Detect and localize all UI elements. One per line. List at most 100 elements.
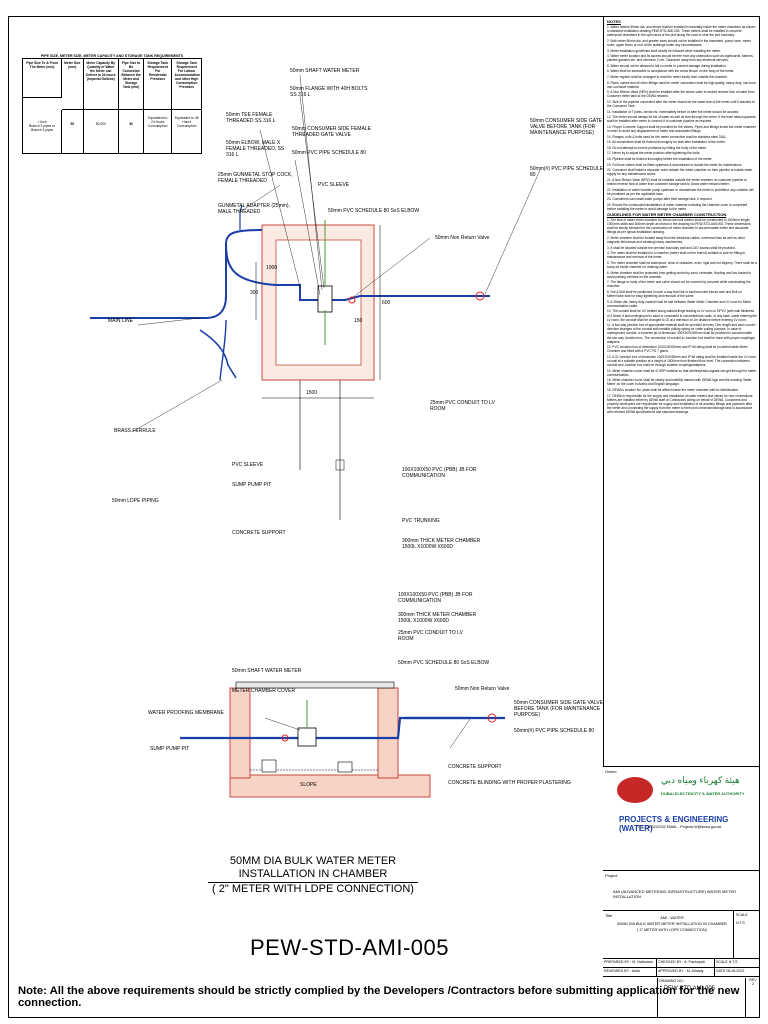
table-cell: 50: [62, 109, 84, 153]
note-item: 7. Meter register shall be arranged to r…: [607, 75, 728, 80]
scale-value: N.T.S: [736, 921, 745, 925]
label-concrete-blinding: CONCRETE BLINDING WITH PROPER PLASTERING: [448, 780, 571, 786]
drawing-no-label: DRAWING NO :: [659, 979, 685, 983]
scale-label: SCALE: [736, 913, 748, 917]
approved-by: APPROVED BY : M. Almady: [657, 968, 715, 977]
label-waterproofing: WATER PROOFING MEMBRANE: [148, 710, 224, 716]
note-item: 2. Bulk meter 50mm dia. and greater size…: [607, 38, 751, 47]
note-item: 9. A 25mm dia. heavy duty conduit shall …: [607, 299, 752, 308]
label-consumer-gate-valve-tank: 50mm CONSUMER SIDE GATE VALVE BEFORE TAN…: [530, 118, 603, 136]
label-conduit-lv: 25mm PVC CONDUIT TO LV ROOM: [430, 400, 495, 412]
project-label: Project: [605, 873, 618, 878]
label-brass-ferrule: BRASS FERRULE: [114, 428, 156, 434]
note-item: 17. DEWA is responsible for the supply a…: [607, 393, 754, 414]
note-item: 3. Meter installation guidelines shall s…: [607, 48, 721, 53]
label-chamber-spec-2: 300mm THICK METER CHAMBER 1500L X1000W X…: [398, 612, 477, 624]
title-block-title: Title AMI - WATER 50MM DIA BULK WATER ME…: [603, 910, 760, 959]
label-slope: SLOPE: [300, 782, 317, 788]
title-block-signoff: PREPARED BY : M. Nathuram CHECKED BY : A…: [603, 958, 760, 1018]
label-nrv: 50mm Non Return Valve: [435, 235, 490, 241]
notes-panel: NOTES 1. Water meters 50mm dia. and abov…: [603, 16, 760, 766]
note-item: 9. A Non-Return Valve (NRV) shall be ins…: [607, 90, 755, 99]
label-pvc-sleeve-2: PVC SLEEVE: [232, 462, 264, 468]
note-item: 11. A two way junction box of appropriat…: [607, 323, 756, 344]
note-item: 10. Size of the pipeline connected after…: [607, 100, 755, 109]
label-stop-cock: 25mm GUNMETAL STOP COCK, FEMALE THREADED: [218, 172, 293, 184]
note-item: 1. The size of water meter chamber for 5…: [607, 218, 751, 235]
drawing-title-line: 50MM DIA BULK WATER METER INSTALLATION I…: [208, 855, 418, 883]
rev-value: 2: [752, 982, 754, 986]
table-header-cell: Meter Size (mm): [62, 59, 84, 110]
label-jb-comm-2: 100X100X50 PVC (PBB) JB FOR COMMUNICATIO…: [398, 592, 473, 604]
title-label: Title: [605, 913, 613, 918]
project-name: AMI (ADVANCED METERING INFRASTRUCTURE) W…: [613, 889, 737, 899]
title-line-2: ( 2" METER WITH LDPE CONNECTION): [637, 928, 707, 932]
label-ldpe: 50mm LDPE PIPING: [112, 498, 159, 504]
rev-label: REV: [749, 978, 757, 982]
plan-water-meter: [317, 285, 333, 313]
table-caption: PIPE SIZE, METER SIZE, METER CAPACITY AN…: [40, 54, 184, 58]
label-dim-1500: 1500: [306, 390, 318, 396]
title-block-project: Project AMI (ADVANCED METERING INFRASTRU…: [603, 870, 760, 910]
note-item: 14. Meter chamber cover shall be of GRP …: [607, 368, 757, 377]
note-item: 22. Installation of water booster pump u…: [607, 187, 754, 196]
scale-cell: SCALE N.T.S: [715, 959, 760, 968]
note-item: 17. Never try to adjust the meter positi…: [607, 151, 701, 156]
note-item: 16. Do not attempt to correct problems b…: [607, 145, 707, 150]
note-item: 12. PVC Junction box of dimension 100X10…: [607, 345, 748, 354]
guidelines-heading: GUIDELINES FOR WATER METER CHAMBER CONST…: [607, 212, 727, 218]
table-header-cell: Pipe Size to Be Connected Between the Me…: [119, 59, 145, 110]
label-concrete-support: CONCRETE SUPPORT: [232, 530, 286, 536]
note-item: 5. Water should not be allowed to fall o…: [607, 63, 727, 68]
notes-list: 1. Water meters 50mm dia. and above shal…: [607, 25, 757, 211]
label-dim-600: 600: [382, 300, 391, 306]
note-item: 19. Full bore valves shall be fitted ups…: [607, 162, 743, 167]
label-nrv-2: 50mm Non Return Valve: [455, 686, 510, 692]
note-item: 23. Consumers can install water pumps af…: [607, 197, 713, 202]
table-header-cell: Pipe Size To & From The Meter (mm): [23, 59, 63, 98]
main-line-pipe: [90, 229, 263, 320]
label-flange: 50mm FLANGE WITH 40H BOLTS SS 316 L: [290, 86, 368, 98]
table-header-cell: Storage Tank Requirement For Residential…: [144, 59, 173, 110]
label-pvc-pipe-2: 50mm(#) PVC PIPE SCHEDULE 80: [530, 166, 604, 178]
note-item: 6. Meter chamber shall be protected from…: [607, 270, 752, 279]
note-item: 1. Water meters 50mm dia. and above shal…: [607, 25, 756, 38]
note-item: 13. Proper Concrete Support shall be pro…: [607, 124, 756, 134]
note-item: 4. Water meter location and its access s…: [607, 54, 754, 63]
label-tee: 50mm TEE FEMALE THREADED SS 316 L: [226, 112, 276, 124]
owner-label: Owner: [605, 769, 617, 774]
note-item: 16. DEWA's location No. plate shall be a…: [607, 388, 739, 393]
label-dim-150: 150: [354, 318, 363, 324]
label-trunking: PVC TRUNKING: [402, 518, 440, 524]
note-item: 24. Ensure the construction/installation…: [607, 202, 748, 211]
dewa-logo-icon: [617, 777, 653, 803]
pipe-size-table: PIPE SIZE, METER SIZE, METER CAPACITY AN…: [22, 54, 202, 154]
table-cell: Equivalent to 48 Hours Consumption: [174, 115, 199, 128]
note-item: 15. Meter chamber cover shall be clearly…: [607, 378, 752, 387]
rev-box: REV 2: [745, 978, 760, 1018]
section-chamber-cover: [235, 681, 395, 689]
label-shaft-water-meter-2: 50mm SHAFT WATER METER: [232, 668, 302, 674]
label-elbow: 50mm ELBOW, MALE X FEMALE THREADED, SS 3…: [226, 140, 285, 158]
table-header-cell: Storage Tank Requirement For Labour Acco…: [172, 59, 201, 110]
table-cell: 50: [119, 109, 145, 153]
note-item: 18. Pipeline shall be flushed thoroughly…: [607, 157, 713, 162]
checked-by: CHECKED BY : A. Pashupati: [657, 959, 715, 968]
label-gate-valve-tank-2: 50mm CONSUMER SIDE GATE VALVE BEFORE TAN…: [514, 700, 603, 718]
title-line-0: AMI - WATER: [660, 916, 684, 920]
prepared-by: PREPARED BY : M. Nathuram: [603, 959, 657, 968]
note-item: 21. A Non-Return Valve (NRV) shall be in…: [607, 177, 747, 186]
table-cell: Equivalent to 24 Hours Consumption: [144, 109, 173, 153]
label-sump-pit: SUMP PUMP PIT: [232, 482, 272, 488]
note-item: 4. The meter shall be installed in a cha…: [607, 251, 747, 260]
note-item: 14. Flanges, nuts & bolts used for the m…: [607, 134, 727, 139]
label-chamber-spec: 300mm THICK METER CHAMBER 1500L X1000W X…: [402, 538, 481, 550]
contact-line: TEL : 04-3222332 EMAIL : Projects.W@dewa…: [637, 825, 722, 829]
label-pvc-pipe: 50mm PVC PIPE SCHEDULE 80: [292, 150, 366, 156]
note-item: 5. The meter chamber shall be waterproof…: [607, 261, 757, 270]
title-text: AMI - WATER 50MM DIA BULK WATER METER IN…: [613, 915, 731, 933]
notes-heading: NOTES: [607, 19, 621, 24]
drawing-subtitle: ( 2" METER WITH LDPE CONNECTION): [212, 883, 414, 895]
note-item: 13. A GI Junction box of dimension 100X1…: [607, 354, 756, 368]
label-pvc-elbow-2: 50mm PVC SCHEDULE 80 SxS ELBOW: [398, 660, 490, 666]
